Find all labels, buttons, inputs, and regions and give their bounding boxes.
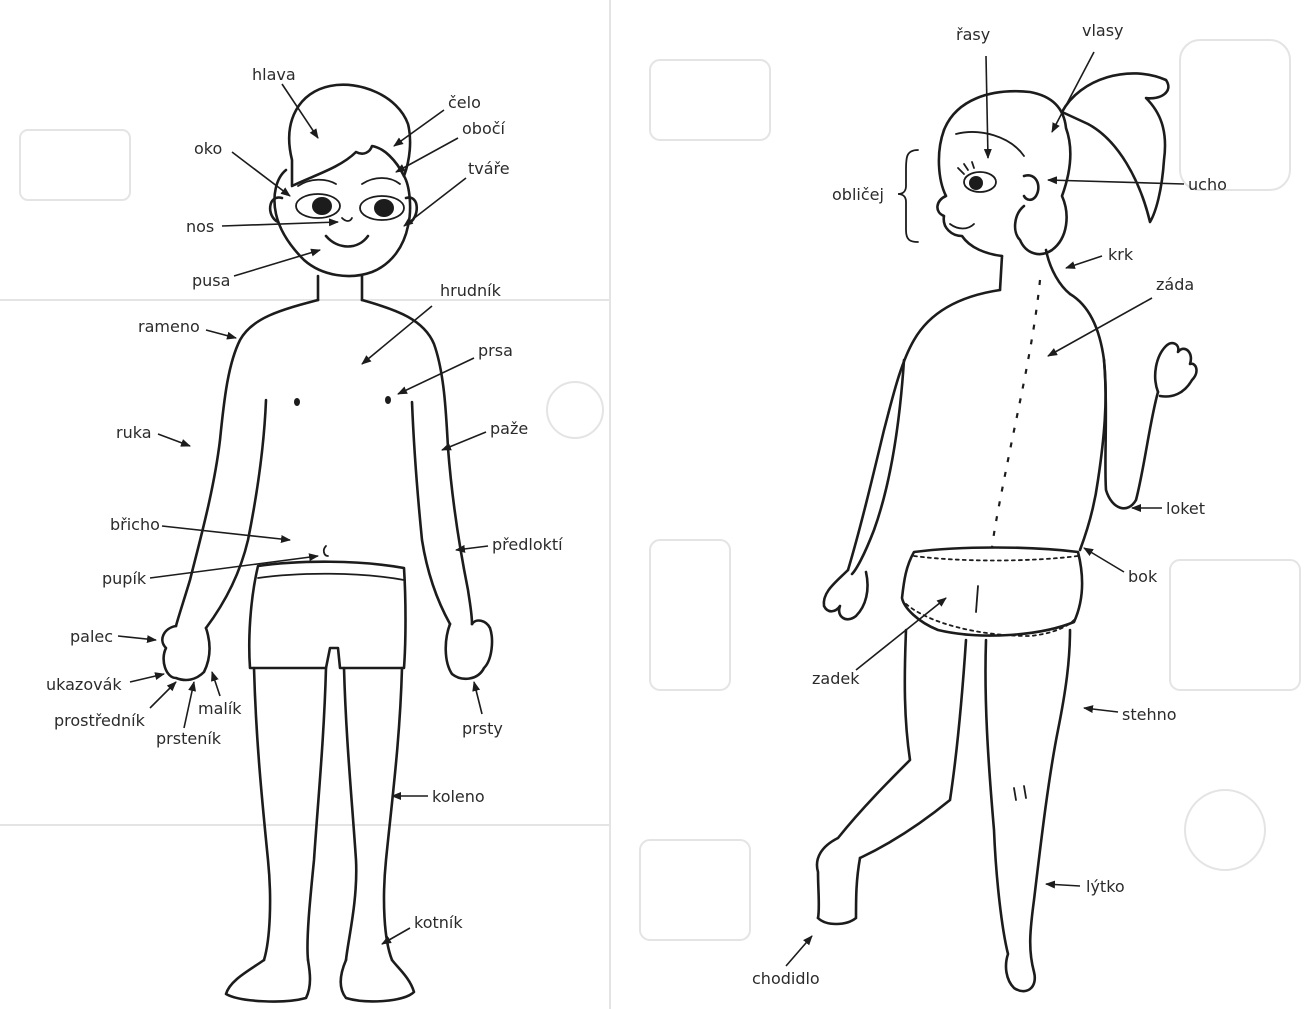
label-stehno: stehno — [1122, 705, 1177, 724]
boy-inner-arm-right — [412, 402, 450, 624]
girl-figure — [817, 73, 1196, 991]
label-koleno: koleno — [432, 787, 485, 806]
girl-underwear-waistband — [914, 556, 1078, 561]
boy-foot-right — [341, 960, 414, 1001]
boy-navel — [324, 546, 328, 556]
boy-mouth — [326, 236, 368, 247]
girl-mouth — [950, 224, 974, 229]
boy-eyebrow-right — [362, 178, 400, 184]
label-celo: čelo — [448, 93, 481, 112]
label-pusa: pusa — [192, 271, 230, 290]
boy-body-outline — [176, 300, 472, 626]
girl-labels: řasy vlasy ucho obličej krk záda loket b… — [752, 21, 1227, 988]
boy-nipple-left — [294, 398, 300, 406]
girl-buttock-line — [976, 586, 978, 612]
girl-foot-back — [818, 858, 860, 924]
label-ukazovak: ukazovák — [46, 675, 122, 694]
label-rameno: rameno — [138, 317, 200, 336]
label-rasy: řasy — [956, 25, 990, 44]
girl-face — [937, 130, 1002, 256]
girl-pupil — [969, 176, 983, 190]
label-paze: paže — [490, 419, 528, 438]
girl-neck — [1000, 250, 1070, 294]
label-chodidlo: chodidlo — [752, 969, 820, 988]
boy-leader-lines — [118, 84, 488, 944]
boy-nose — [342, 218, 352, 221]
girl-ear — [1024, 175, 1038, 199]
girl-spine — [992, 280, 1040, 548]
boy-pupil-right — [374, 199, 394, 217]
girl-knee-marks — [1014, 786, 1026, 800]
label-zadek: zadek — [812, 669, 860, 688]
boy-pupil-left — [312, 197, 332, 215]
boy-hand-left — [162, 626, 209, 680]
label-lytko: lýtko — [1086, 877, 1125, 896]
label-oko: oko — [194, 139, 222, 158]
girl-eyelashes — [958, 162, 974, 174]
boy-shorts-waistband — [258, 574, 404, 580]
label-oblicej: obličej — [832, 185, 884, 204]
label-ruka: ruka — [116, 423, 152, 442]
boy-neck — [318, 276, 362, 300]
label-prstenik: prsteník — [156, 729, 222, 748]
oblicej-bracket — [898, 150, 918, 242]
boy-leg-left — [254, 668, 270, 960]
girl-arm-right — [1104, 360, 1158, 508]
label-hrudnik: hrudník — [440, 281, 502, 300]
boy-leg-left-inner — [307, 668, 326, 960]
girl-leg-front — [985, 630, 1070, 991]
boy-inner-arm-left — [206, 400, 266, 628]
boy-foot-left — [226, 960, 310, 1001]
girl-arm-left — [852, 360, 904, 574]
label-vlasy: vlasy — [1082, 21, 1124, 40]
boy-leg-right — [384, 668, 402, 960]
girl-leg-back-inner — [860, 640, 966, 858]
boy-leg-right-inner — [344, 668, 356, 960]
label-ucho: ucho — [1188, 175, 1227, 194]
girl-underwear-leg-trim — [906, 604, 1074, 636]
girl-hair-line — [956, 132, 1024, 156]
boy-hair — [289, 85, 410, 186]
label-bok: bok — [1128, 567, 1158, 586]
label-palec: palec — [70, 627, 113, 646]
label-nos: nos — [186, 217, 214, 236]
girl-back-outline — [848, 290, 1106, 570]
label-loket: loket — [1166, 499, 1205, 518]
label-prostrednik: prostředník — [54, 711, 146, 730]
girl-hand-left — [824, 570, 868, 619]
label-zada: záda — [1156, 275, 1194, 294]
boy-hand-right — [446, 621, 492, 679]
label-oboci: obočí — [462, 119, 506, 138]
label-hlava: hlava — [252, 65, 296, 84]
label-krk: krk — [1108, 245, 1134, 264]
girl-ponytail — [1062, 73, 1168, 222]
label-kotnik: kotník — [414, 913, 463, 932]
label-tvare: tváře — [468, 159, 510, 178]
label-bricho: břicho — [110, 515, 160, 534]
boy-labels: hlava čelo obočí oko tváře nos pusa hrud… — [46, 65, 563, 932]
label-pupik: pupík — [102, 569, 147, 588]
label-predlokti: předloktí — [492, 535, 563, 554]
label-malik: malík — [198, 699, 242, 718]
girl-hand-right — [1155, 343, 1196, 396]
boy-nipple-right — [385, 396, 391, 404]
label-prsty: prsty — [462, 719, 503, 738]
label-prsa: prsa — [478, 341, 513, 360]
